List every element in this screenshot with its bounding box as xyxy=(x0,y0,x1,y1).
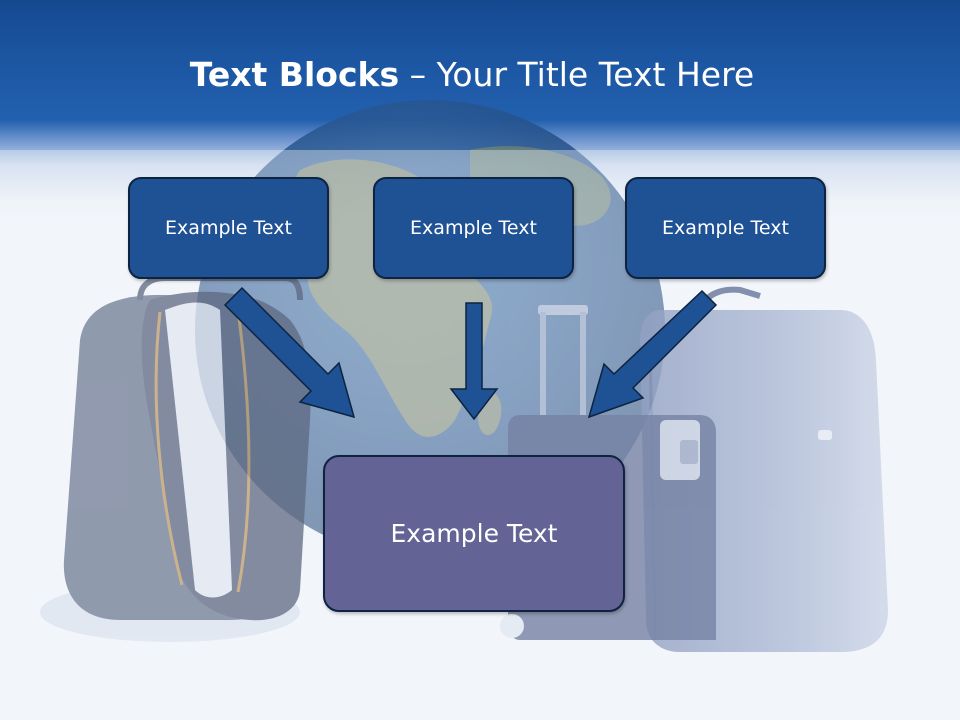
text-block-1[interactable]: Example Text xyxy=(128,177,329,279)
text-block-3[interactable]: Example Text xyxy=(625,177,826,279)
title-dash: – xyxy=(399,55,437,94)
slide-title: Text Blocks – Your Title Text Here xyxy=(0,52,944,98)
text-block-2[interactable]: Example Text xyxy=(373,177,574,279)
text-block-2-label: Example Text xyxy=(410,217,537,239)
title-regular-part: Your Title Text Here xyxy=(436,55,755,94)
text-block-3-label: Example Text xyxy=(662,217,789,239)
text-block-center-label: Example Text xyxy=(390,519,558,548)
title-bold-part: Text Blocks xyxy=(189,55,400,94)
text-block-center[interactable]: Example Text xyxy=(323,455,625,612)
text-block-1-label: Example Text xyxy=(165,217,292,239)
